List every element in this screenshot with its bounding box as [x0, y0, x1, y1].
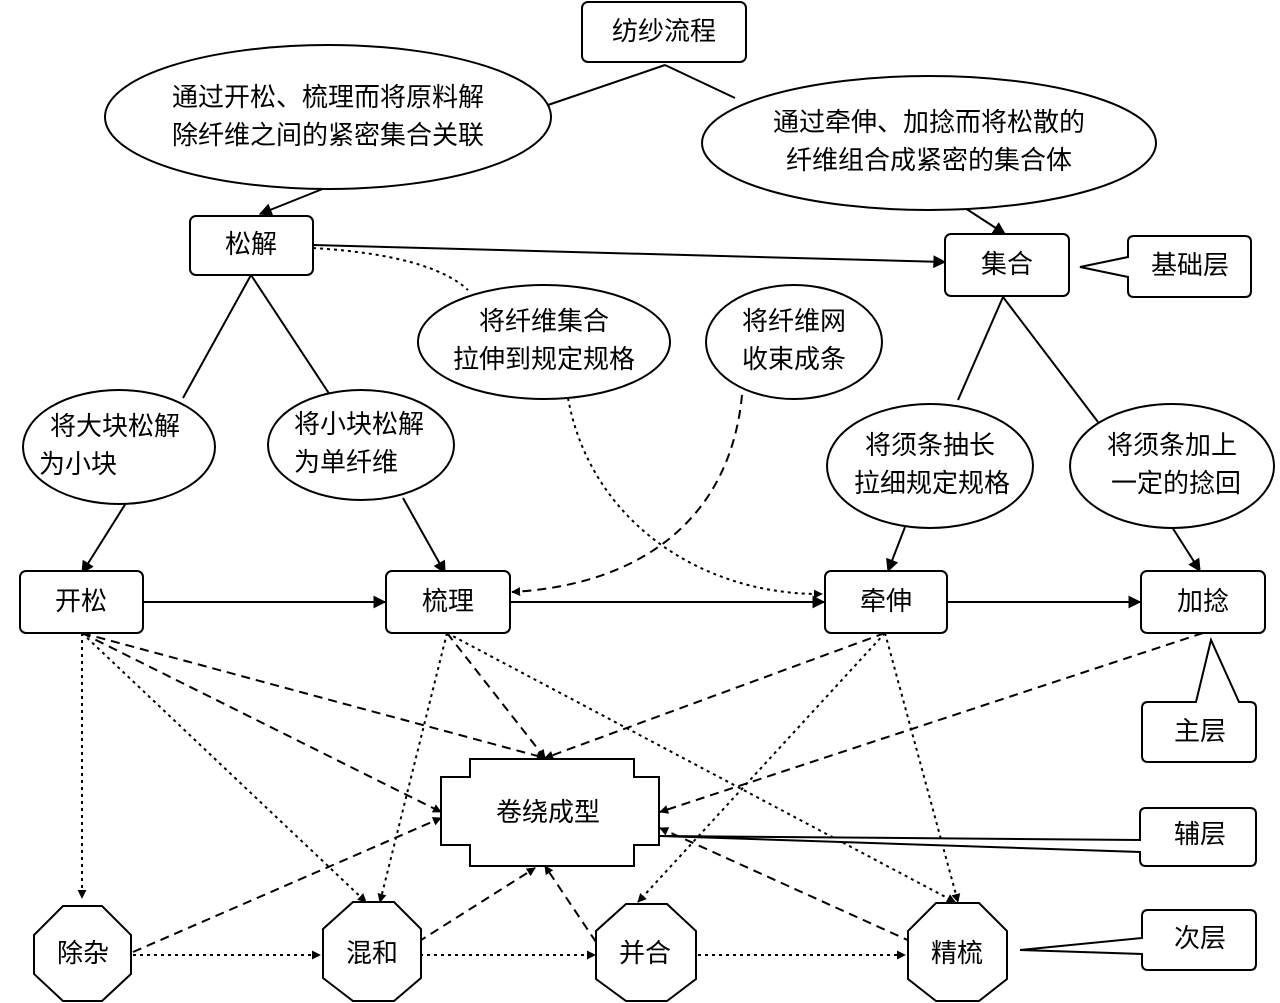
callout-main-label: 主层: [1174, 717, 1226, 747]
node-kaisong-label: 开松: [55, 587, 107, 617]
node-root: 纺纱流程: [581, 1, 747, 63]
ellipse-draw-line2: 拉细规定规格: [854, 469, 1010, 499]
ellipse-net-line2: 收束成条: [742, 345, 846, 375]
edge-shuli-hunhe: [377, 632, 448, 903]
node-qianshen-label: 牵伸: [860, 587, 912, 617]
node-jihe-label: 集合: [981, 250, 1033, 280]
node-kaisong: 开松: [19, 570, 144, 634]
node-songjie-label: 松解: [225, 230, 277, 260]
node-chuza-label: 除杂: [57, 939, 109, 969]
node-binghe-label: 并合: [619, 939, 671, 969]
node-jingshu-label: 精梳: [931, 939, 983, 969]
node-root-label: 纺纱流程: [612, 17, 716, 47]
edge-jihe-draw: [957, 296, 1004, 401]
edge-hunhe-juanrao: [417, 867, 536, 943]
node-qianshen: 牵伸: [824, 570, 948, 634]
edge-songjie-jihe: [312, 244, 947, 269]
edge-kaisong-juanrao: [81, 632, 546, 761]
edge-jianian-juanrao: [659, 632, 1204, 814]
callout-aux: 辅层: [659, 807, 1257, 867]
edge-twist-jianian: [1171, 526, 1201, 573]
node-ellipse-net: 将纤维网 收束成条: [705, 284, 883, 400]
edge-songjie-small: [250, 274, 331, 396]
node-ellipse-draw: 将须条抽长 拉细规定规格: [826, 403, 1034, 529]
edge-chuza-juanrao: [132, 817, 442, 953]
node-jianian-label: 加捻: [1177, 587, 1229, 617]
ellipse-small-line2: 为单纤维: [294, 448, 398, 478]
node-songjie: 松解: [189, 215, 314, 276]
callout-sub-label: 次层: [1174, 924, 1226, 954]
ellipse-draw-line1: 将须条抽长: [865, 431, 995, 461]
edge-net-shuli: [511, 394, 743, 597]
ellipse-twist-line1: 将须条加上: [1107, 431, 1237, 461]
node-ellipse-big: 将大块松解 为小块: [22, 389, 216, 505]
node-jingshu: 精梳: [907, 902, 1008, 1002]
node-juanrao-label: 卷绕成型: [496, 798, 600, 828]
node-ellipse-left: 通过开松、梳理而将原料解 除纤维之间的紧密集合关联: [104, 44, 552, 190]
edge-shuli-jingshu: [446, 632, 956, 903]
node-hunhe: 混和: [322, 901, 422, 1002]
node-ellipse-twist: 将须条加上 一定的捻回: [1069, 403, 1275, 529]
node-jianian: 加捻: [1140, 570, 1266, 634]
edge-root-right: [664, 64, 736, 99]
connectors: [77, 64, 1204, 960]
edge-small-shuli: [402, 497, 446, 575]
edge-root-left: [547, 64, 666, 106]
ellipse-right-line2: 纤维组合成紧密的集合体: [786, 146, 1072, 176]
edge-shuli-juanrao: [446, 632, 546, 759]
edge-kaisong-juanrao-2: [81, 632, 442, 813]
node-ellipse-stretch: 将纤维集合 拉伸到规定规格: [417, 284, 671, 400]
edge-jihe-twist: [1002, 296, 1099, 423]
callout-main: 主层: [1141, 636, 1257, 763]
ellipse-left-line1: 通过开松、梳理而将原料解: [172, 83, 484, 113]
ellipse-big-line2: 为小块: [39, 450, 117, 480]
edge-qianshen-jingshu: [884, 632, 961, 903]
edge-to-songjie: [258, 187, 326, 216]
ellipse-right-line1: 通过牵伸、加捻而将松散的: [773, 108, 1085, 138]
node-shuli-label: 梳理: [422, 587, 474, 617]
ellipse-stretch-line1: 将纤维集合: [479, 307, 609, 337]
callout-base: 基础层: [1079, 235, 1252, 298]
node-hunhe-label: 混和: [346, 939, 398, 969]
node-shuli: 梳理: [385, 570, 511, 634]
ellipse-left-line2: 除纤维之间的紧密集合关联: [172, 121, 484, 151]
edge-songjie-big: [182, 274, 252, 399]
edge-to-jihe: [964, 207, 1007, 235]
ellipse-net-line1: 将纤维网: [742, 307, 846, 337]
node-ellipse-right: 通过牵伸、加捻而将松散的 纤维组合成紧密的集合体: [701, 75, 1157, 211]
ellipse-small-line1: 将小块松解: [294, 410, 424, 440]
callout-aux-label: 辅层: [1174, 820, 1226, 850]
node-binghe: 并合: [595, 903, 697, 1002]
edge-qianshen-binghe: [637, 632, 886, 903]
edge-binghe-juanrao: [544, 865, 597, 943]
ellipse-twist-line2: 一定的捻回: [1111, 469, 1241, 499]
ellipse-stretch-line2: 拉伸到规定规格: [453, 345, 635, 375]
node-ellipse-small: 将小块松解 为单纤维: [267, 389, 455, 501]
node-jihe: 集合: [944, 233, 1070, 297]
node-juanrao: 卷绕成型: [440, 758, 660, 867]
callout-base-label: 基础层: [1151, 251, 1229, 281]
edge-jingshu-juanrao: [659, 827, 913, 943]
edge-stretch-qianshen: [567, 397, 823, 599]
node-chuza: 除杂: [33, 905, 132, 1002]
edge-qianshen-juanrao: [544, 632, 886, 760]
ellipse-big-line1: 将大块松解: [50, 412, 180, 442]
edge-big-kaisong: [81, 502, 127, 575]
callout-sub: 次层: [1019, 909, 1257, 971]
edge-draw-qianshen: [886, 526, 906, 573]
edge-kaisong-hunhe: [81, 632, 367, 903]
edge-songjie-stretch: [312, 247, 469, 291]
